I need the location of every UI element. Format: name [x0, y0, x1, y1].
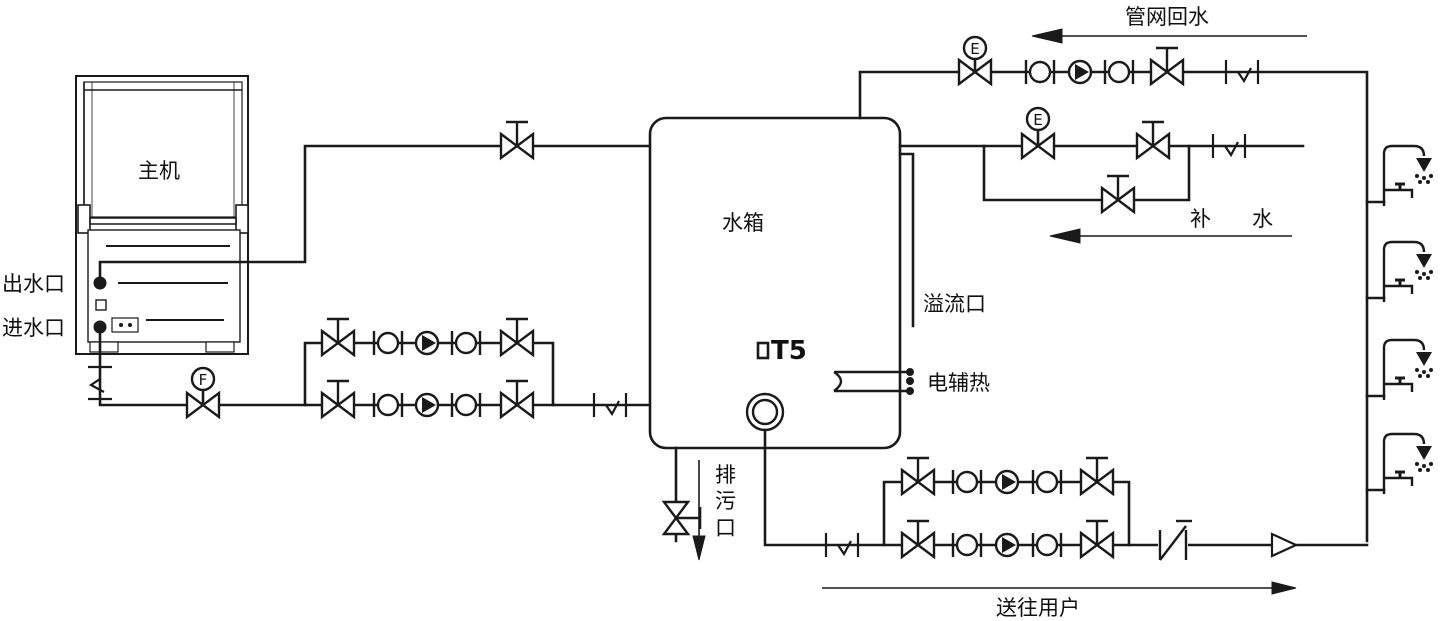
- circulation-loop: F: [86, 317, 652, 419]
- shower-fixture-4: [1365, 432, 1435, 496]
- square-sensor-icon: [756, 341, 770, 360]
- supply-pump2-outlet-valve-icon: [1079, 519, 1115, 559]
- pump1-inlet-valve-icon: [320, 317, 356, 357]
- shower-head-icon: [1382, 240, 1435, 304]
- pump1-union-out-icon: [450, 329, 482, 357]
- to-users-label: 送往用户: [996, 596, 1080, 620]
- shower-fixture-3: [1365, 338, 1435, 402]
- supply-pump1-outlet-valve-icon: [1079, 456, 1115, 496]
- supply-pump2-union-out-icon: [1031, 531, 1063, 559]
- pump2-union-in-icon: [372, 391, 404, 419]
- supply-line: 送往用户: [763, 428, 1369, 620]
- flow-switch-gauge-icon: [190, 366, 216, 392]
- pump2-outlet-valve-icon: [499, 379, 535, 419]
- return-flow-arrow-icon: [1031, 28, 1063, 44]
- shower-head-icon: [1382, 432, 1435, 496]
- flow-switch-letter: F: [199, 371, 208, 389]
- return-valve-icon: [1149, 46, 1185, 86]
- makeup-valve-icon: [1135, 120, 1171, 160]
- overflow-pipe: 溢流口: [898, 152, 986, 328]
- host-outlet-valve-icon: [499, 120, 535, 160]
- drain-label-2: 污: [715, 489, 736, 513]
- return-water-label: 管网回水: [1125, 5, 1209, 29]
- supply-strainer-icon: [1270, 532, 1299, 558]
- return-gauge-letter: E: [970, 40, 979, 58]
- supply-pump2-icon: [994, 532, 1020, 558]
- makeup-water-line: E 补 水: [898, 106, 1305, 244]
- supply-pump1-union-in-icon: [951, 468, 983, 496]
- return-pump-icon: [1067, 59, 1093, 85]
- host-label: 主机: [138, 159, 180, 183]
- shower-fixture-1: [1365, 144, 1435, 208]
- return-water-line: E 管网回水: [858, 5, 1369, 543]
- drain-flow-arrow-icon: [692, 535, 706, 561]
- makeup-label-1: 补: [1190, 207, 1211, 231]
- pump2-icon: [414, 392, 440, 418]
- pump2-union-out-icon: [450, 391, 482, 419]
- drain-label-1: 排: [715, 463, 736, 487]
- pump1-outlet-valve-icon: [499, 317, 535, 357]
- tank-label: 水箱: [722, 211, 764, 235]
- return-union-in-icon: [1024, 58, 1056, 86]
- user-fixtures: [1365, 144, 1435, 496]
- drain-valve-icon: [662, 500, 702, 536]
- supply-relief-valve-icon: [1159, 525, 1187, 561]
- shower-head-icon: [1382, 144, 1435, 208]
- makeup-gauge-icon: [1025, 106, 1051, 132]
- pump1-icon: [414, 330, 440, 356]
- outlet-label: 出水口: [2, 272, 65, 296]
- shower-fixture-2: [1365, 240, 1435, 304]
- supply-pump1-inlet-valve-icon: [900, 456, 936, 496]
- host-unit: 主机: [75, 75, 249, 355]
- makeup-flow-arrow-icon: [1049, 228, 1081, 244]
- inlet-label: 进水口: [2, 316, 65, 340]
- supply-pump2-union-in-icon: [951, 531, 983, 559]
- water-tank: 水箱 T5: [648, 116, 902, 450]
- makeup-gauge-letter: E: [1033, 111, 1042, 129]
- shower-head-icon: [1382, 338, 1435, 402]
- supply-pump2-inlet-valve-icon: [900, 519, 936, 559]
- makeup-label-2: 水: [1252, 207, 1273, 231]
- drain-outlet: 排 污 口: [662, 446, 736, 561]
- sensor-label: T5: [771, 336, 807, 366]
- supply-pump1-union-out-icon: [1031, 468, 1063, 496]
- electric-heater: 电辅热: [833, 368, 990, 395]
- makeup-bypass-valve-icon: [1100, 174, 1136, 214]
- pump2-inlet-valve-icon: [320, 379, 356, 419]
- supply-pump1-icon: [994, 469, 1020, 495]
- return-union-out-icon: [1103, 58, 1135, 86]
- drain-label-3: 口: [715, 516, 736, 540]
- overflow-label: 溢流口: [923, 292, 986, 316]
- heater-label: 电辅热: [927, 371, 990, 395]
- pump1-union-in-icon: [372, 329, 404, 357]
- host-to-tank-pipe: [98, 120, 652, 285]
- heater-terminal-icon: [906, 368, 914, 376]
- return-gauge-icon: [962, 35, 988, 61]
- supply-flow-arrow-icon: [1271, 581, 1297, 595]
